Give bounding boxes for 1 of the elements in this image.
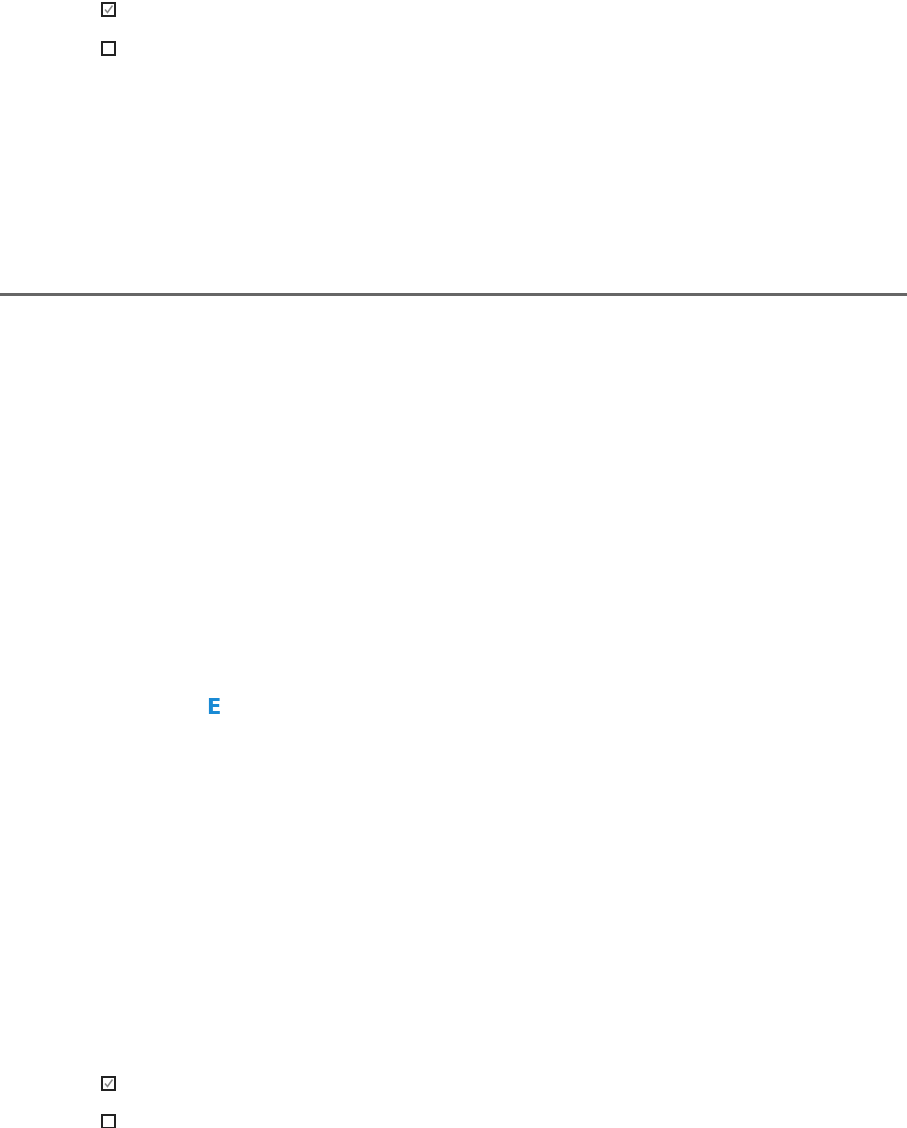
letter-label: E xyxy=(207,695,222,719)
